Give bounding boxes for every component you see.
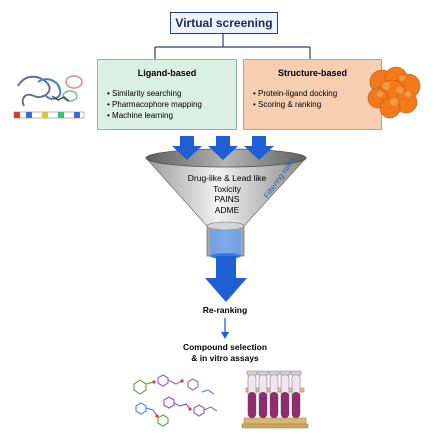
list-item: Machine learning xyxy=(107,110,202,121)
structure-based-list: Protein-ligand docking Scoring & ranking xyxy=(253,88,337,110)
thin-down-arrow xyxy=(221,318,229,339)
test-tube-rack-illustration xyxy=(241,370,309,429)
filter-item: Drug-like & Lead like xyxy=(187,173,267,183)
virtual-screening-title: Virtual screening xyxy=(170,12,278,34)
arrow-down-icon xyxy=(205,256,247,302)
ligand-complex-illustration xyxy=(13,75,85,119)
filter-criteria-list: Drug-like & Lead like Toxicity PAINS ADM… xyxy=(167,173,287,215)
arrow-down-icon xyxy=(221,332,229,339)
compound-selection-line: Compound selection xyxy=(182,342,268,352)
list-item: Similarity searching xyxy=(107,88,202,99)
molecules-illustration xyxy=(133,374,218,427)
list-item: Scoring & ranking xyxy=(253,99,337,110)
reranking-label: Re-ranking xyxy=(202,305,248,315)
ligand-based-title: Ligand-based xyxy=(137,68,197,78)
protein-structure-illustration xyxy=(367,66,421,119)
filter-item: PAINS xyxy=(214,194,240,204)
filter-item: ADME xyxy=(214,204,240,215)
structure-based-panel: Structure-based Protein-ligand docking S… xyxy=(243,59,382,130)
ligand-based-panel: Ligand-based Similarity searching Pharma… xyxy=(97,59,237,130)
arrow-down-icon xyxy=(172,136,202,160)
filter-item: Toxicity xyxy=(213,183,241,194)
structure-based-title: Structure-based xyxy=(277,68,348,78)
list-item: Pharmacophore mapping xyxy=(107,99,202,110)
compound-selection-line: & in vitro assays xyxy=(191,353,259,363)
big-down-arrow xyxy=(205,256,247,302)
arrow-down-icon xyxy=(244,136,274,160)
ligand-based-list: Similarity searching Pharmacophore mappi… xyxy=(107,88,202,121)
input-arrows xyxy=(172,136,274,160)
arrow-down-icon xyxy=(208,136,238,160)
compound-selection-label: Compound selection & in vitro assays xyxy=(165,342,285,364)
list-item: Protein-ligand docking xyxy=(253,88,337,99)
